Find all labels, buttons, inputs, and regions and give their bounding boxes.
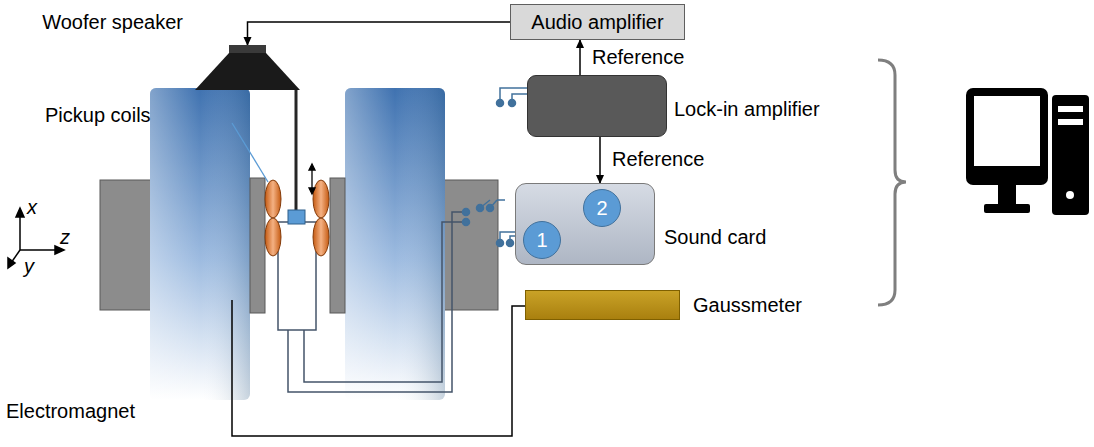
edge-label: Reference [610,148,706,171]
speaker-symbol: Woofer speaker [195,45,300,90]
pole-block [100,180,152,310]
instrument-box: Sound card12 [515,183,655,265]
part-label: Pickup coils [45,104,151,127]
edge-label: Reference [590,46,686,69]
magnet-coil-shade [150,88,250,400]
axis-label: y [24,255,34,278]
drive-rod [295,90,298,212]
channel-circle: 2 [583,189,621,227]
probe-wire [232,300,525,436]
instrument-box: Gaussmeter [525,290,680,320]
channel-circle: 1 [523,221,561,259]
node-text: Sound card [664,226,766,249]
magnet-coil-shade [345,88,445,400]
computer-icon [966,88,1089,215]
axis-label: x [27,196,37,219]
signal-arrow [248,22,511,45]
axis-label: z [60,226,70,249]
sample [288,210,305,224]
leader-line [232,123,268,182]
part-label: Electromagnet [6,400,135,423]
magnet-coil [345,88,445,400]
magnet-coil [150,88,250,400]
signal-wire [288,212,462,392]
instrument-box: Lock-in amplifier [527,75,667,137]
node-text: Gaussmeter [693,294,802,317]
sample-tube [278,222,316,330]
vibration-arrow [309,164,315,194]
node-text: Audio amplifier [531,11,663,34]
node-text: Lock-in amplifier [674,98,820,121]
node-text: 2 [596,197,607,220]
node-text: Woofer speaker [42,11,183,34]
node-text: 1 [536,229,547,252]
pole-piece [250,178,265,313]
signal-arrow [599,137,601,183]
bracket [878,60,906,305]
speaker-cone [195,45,300,90]
pole-piece [330,178,345,313]
signal-arrow [579,40,581,75]
amplifier-box: Audio amplifier [510,4,685,40]
